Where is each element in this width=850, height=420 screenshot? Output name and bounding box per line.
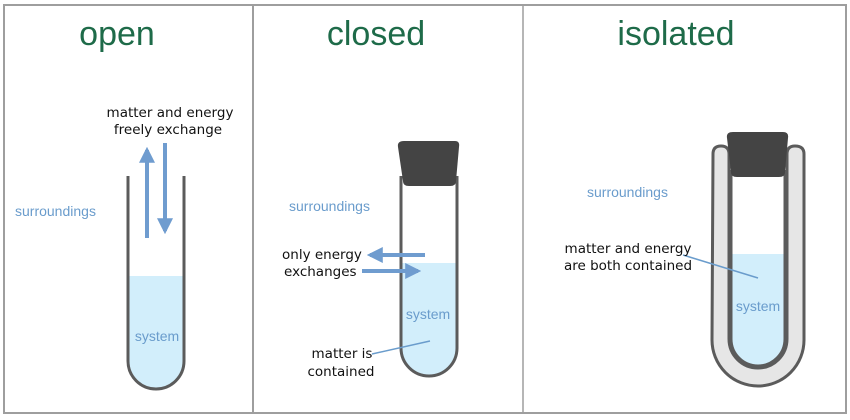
system-label-closed: system — [406, 306, 450, 322]
test-tube-open — [126, 176, 186, 391]
note-isolated-line2: are both contained — [564, 258, 692, 274]
system-liquid-isolated — [732, 254, 784, 365]
note-matter-line1: matter is — [312, 346, 373, 362]
panel-closed: closed surroundings system only energy e… — [282, 15, 460, 380]
diagram-frame — [3, 4, 847, 414]
surroundings-label-open: surroundings — [15, 203, 96, 219]
surroundings-label-isolated: surroundings — [587, 184, 668, 200]
system-liquid-closed — [402, 263, 456, 375]
panel-title-closed: closed — [327, 15, 425, 53]
note-isolated-line1: matter and energy — [565, 241, 692, 257]
stopper-isolated — [726, 132, 789, 177]
system-label-isolated: system — [736, 298, 780, 314]
note-open-line1: matter and energy — [107, 105, 234, 121]
pointer-matter-closed — [371, 340, 431, 355]
note-open-line2: freely exchange — [114, 122, 222, 138]
test-tube-isolated — [729, 170, 787, 368]
surroundings-label-closed: surroundings — [289, 198, 370, 214]
panel-isolated: isolated surroundings system matter and … — [564, 15, 806, 388]
note-energy-line2: exchanges — [284, 264, 357, 280]
panel-open: open surroundings system matter and ener… — [15, 15, 234, 391]
panel-title-isolated: isolated — [617, 15, 734, 53]
note-matter-line2: contained — [308, 364, 375, 380]
note-energy-line1: only energy — [282, 247, 362, 263]
stopper-closed — [397, 141, 460, 186]
system-liquid-open — [129, 276, 183, 388]
test-tube-closed — [399, 176, 459, 378]
system-label-open: system — [135, 328, 179, 344]
panel-title-open: open — [79, 15, 155, 53]
insulation-jacket — [710, 144, 806, 388]
pointer-isolated — [682, 254, 759, 279]
